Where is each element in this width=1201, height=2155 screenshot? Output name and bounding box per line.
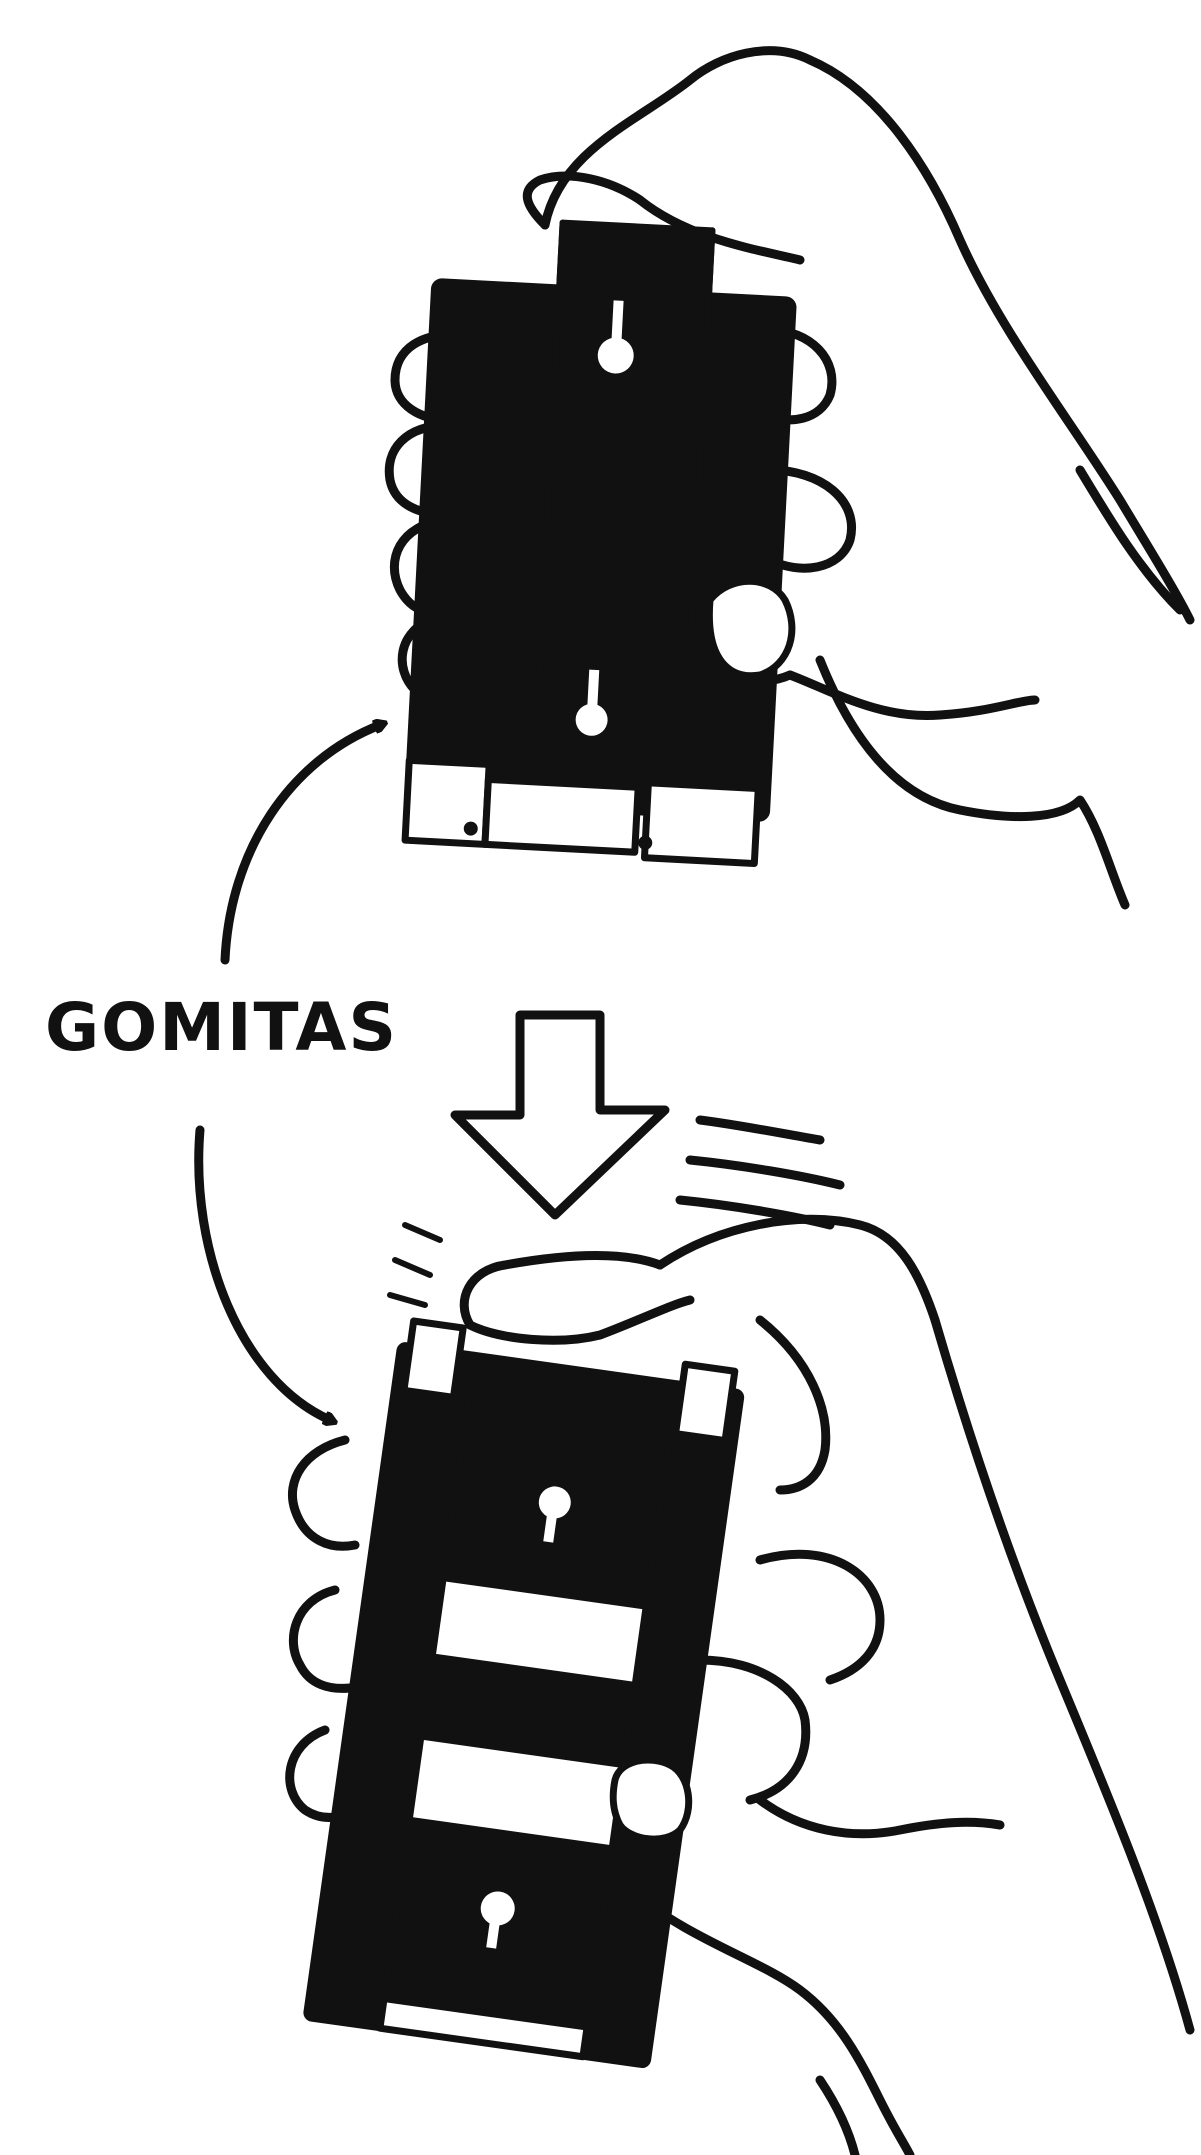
gomitas-label: GOMITAS [45, 989, 398, 1066]
callout-group: GOMITAS [45, 725, 398, 1420]
callout-arrow-icon-top [225, 725, 380, 960]
callout-arrow-icon-bottom [199, 1130, 330, 1420]
top-figure [389, 51, 1190, 905]
bottom-slide-icon [306, 1320, 746, 2066]
top-slide-icon [405, 216, 797, 864]
push-down-arrow-icon [455, 1015, 665, 1215]
bottom-figure [290, 1219, 1190, 2155]
